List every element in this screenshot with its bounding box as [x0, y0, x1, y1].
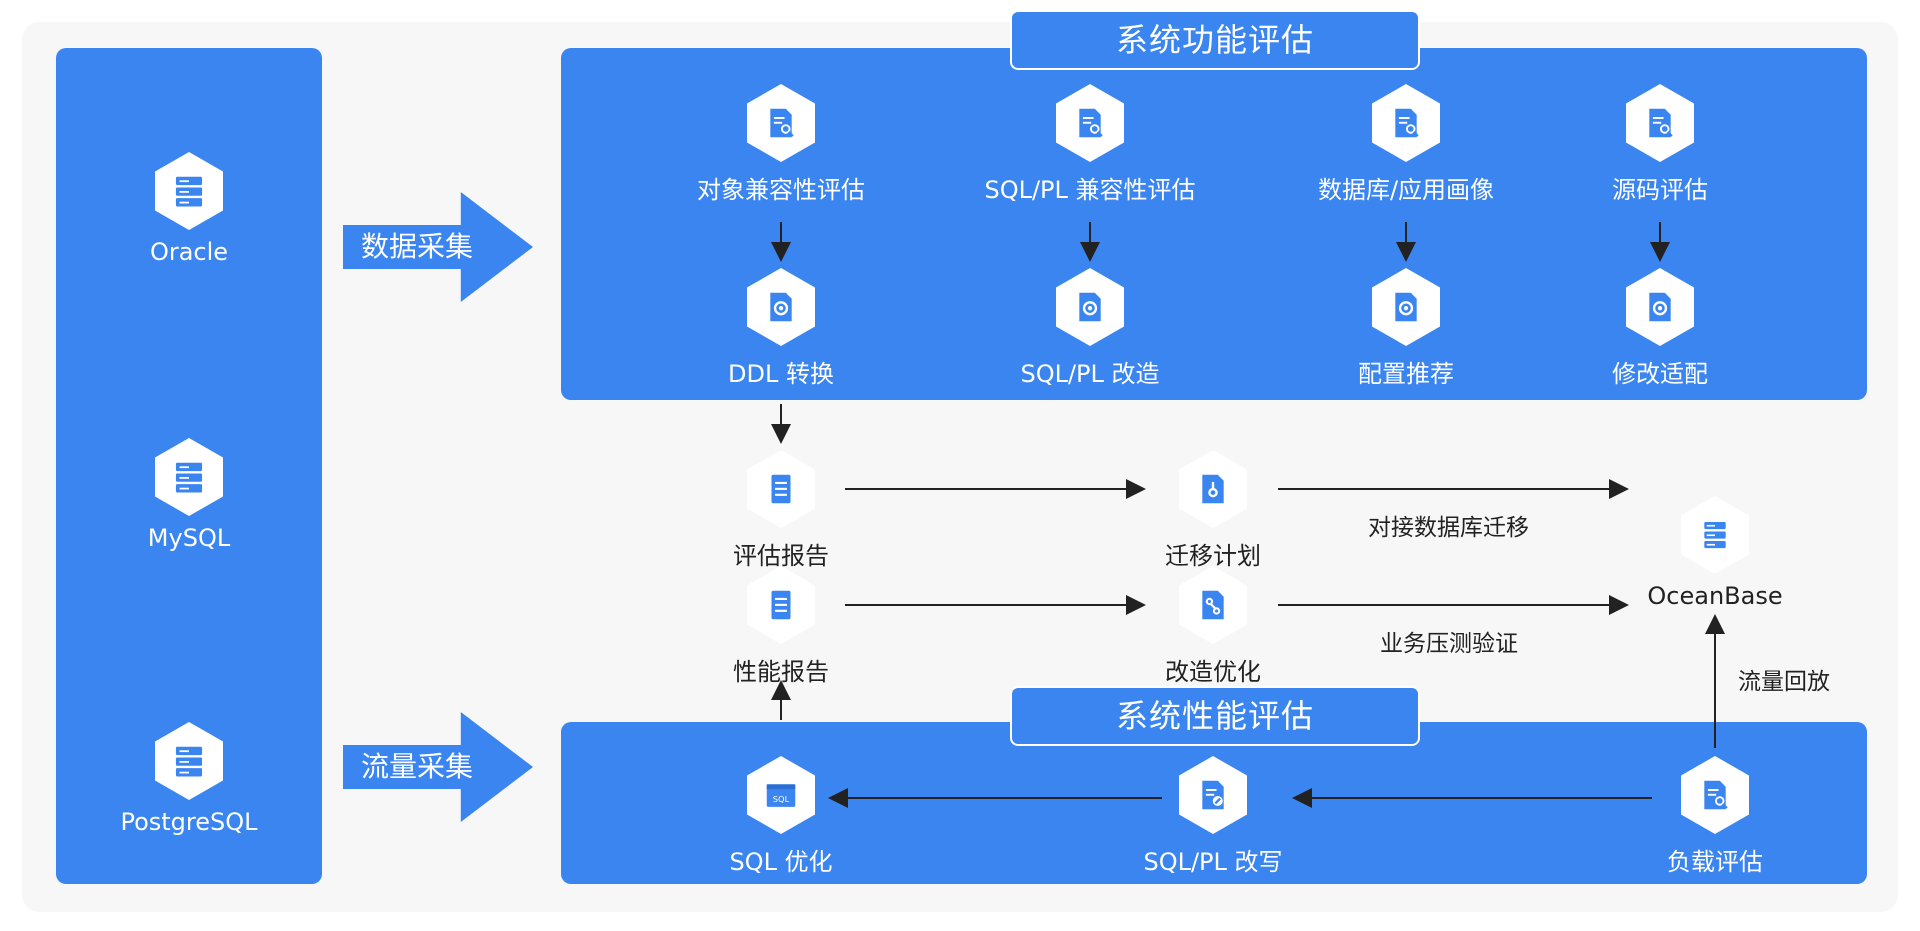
- node-label: DDL 转换: [728, 360, 834, 388]
- node-migration-plan: 迁移计划: [1093, 450, 1333, 571]
- sql-window-icon: SQL: [747, 756, 815, 834]
- node-label: SQL/PL 改写: [1143, 848, 1283, 876]
- document-list-icon: [747, 566, 815, 644]
- edge-label-stress: 业务压测验证: [1380, 631, 1518, 657]
- source-label: PostgreSQL: [120, 808, 258, 836]
- functional-title: 系统功能评估: [1010, 10, 1420, 70]
- node-label: 数据库/应用画像: [1317, 176, 1495, 204]
- node-oceanbase: OceanBase: [1595, 496, 1835, 610]
- traffic-collection-label: 流量采集: [361, 750, 474, 783]
- document-link-icon: [1179, 566, 1247, 644]
- node-config-recommend: 配置推荐: [1286, 268, 1526, 389]
- document-search-icon: [1056, 84, 1124, 162]
- node-label: 评估报告: [733, 542, 829, 570]
- sql-icon-text: SQL: [773, 794, 790, 804]
- document-search-icon: [1681, 756, 1749, 834]
- source-oracle: Oracle: [119, 152, 259, 266]
- source-label: MySQL: [147, 524, 231, 552]
- node-object-compat: 对象兼容性评估: [661, 84, 901, 205]
- node-label: SQL 优化: [729, 848, 833, 876]
- node-label: 配置推荐: [1358, 360, 1454, 388]
- node-sql-optimize: SQL SQL 优化: [661, 756, 901, 877]
- source-label: Oracle: [149, 238, 229, 266]
- node-sqlpl-modify: SQL/PL 改造: [970, 268, 1210, 389]
- node-label: 负载评估: [1667, 848, 1763, 876]
- node-label: 性能报告: [733, 658, 829, 686]
- node-eval-report: 评估报告: [661, 450, 901, 571]
- document-gear-icon: [1626, 268, 1694, 346]
- node-label: 对象兼容性评估: [697, 176, 865, 204]
- document-gear-icon: [747, 268, 815, 346]
- document-key-icon: [1179, 450, 1247, 528]
- database-server-icon: [1681, 496, 1749, 574]
- document-gear-icon: [1056, 268, 1124, 346]
- node-db-app-profile: 数据库/应用画像: [1286, 84, 1526, 205]
- node-source-eval: 源码评估: [1540, 84, 1780, 205]
- document-search-icon: [747, 84, 815, 162]
- node-ddl-convert: DDL 转换: [661, 268, 901, 389]
- traffic-collection-arrow: 流量采集: [343, 712, 533, 822]
- node-label: SQL/PL 改造: [1020, 360, 1160, 388]
- node-perf-report: 性能报告: [661, 566, 901, 687]
- document-edit-icon: [1179, 756, 1247, 834]
- node-label: 修改适配: [1612, 360, 1708, 388]
- performance-title: 系统性能评估: [1010, 686, 1420, 746]
- node-load-eval: 负载评估: [1595, 756, 1835, 877]
- node-sqlpl-compat: SQL/PL 兼容性评估: [970, 84, 1210, 205]
- node-label: OceanBase: [1647, 582, 1783, 610]
- node-label: 源码评估: [1612, 176, 1708, 204]
- document-search-icon: [1372, 84, 1440, 162]
- data-collection-arrow: 数据采集: [343, 192, 533, 302]
- source-mysql: MySQL: [119, 438, 259, 552]
- document-search-icon: [1626, 84, 1694, 162]
- edge-label-migration: 对接数据库迁移: [1368, 515, 1529, 541]
- node-optimize: 改造优化: [1093, 566, 1333, 687]
- node-label: 迁移计划: [1165, 542, 1261, 570]
- document-gear-icon: [1372, 268, 1440, 346]
- node-sqlpl-rewrite: SQL/PL 改写: [1093, 756, 1333, 877]
- source-postgresql: PostgreSQL: [119, 722, 259, 836]
- node-modify-adapt: 修改适配: [1540, 268, 1780, 389]
- node-label: 改造优化: [1165, 658, 1261, 686]
- node-label: SQL/PL 兼容性评估: [984, 176, 1196, 204]
- data-collection-label: 数据采集: [361, 230, 474, 263]
- edge-label-replay: 流量回放: [1738, 669, 1830, 695]
- document-list-icon: [747, 450, 815, 528]
